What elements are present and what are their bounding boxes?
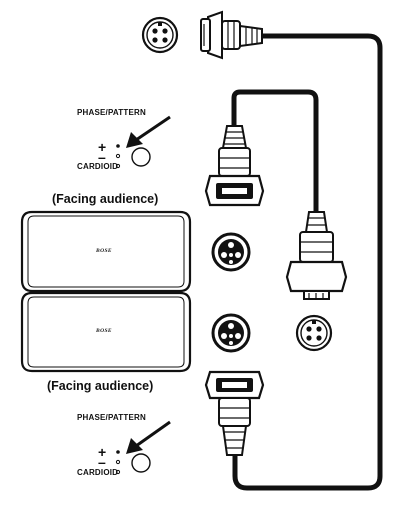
long-cable xyxy=(232,33,383,491)
facing-audience-label-top: (Facing audience) xyxy=(52,192,159,206)
speaker-logo-bottom: BOSE xyxy=(96,328,112,334)
cardioid-label-top: CARDIOID xyxy=(77,162,119,171)
phase-pattern-label-top: PHASE/PATTERN xyxy=(77,108,146,117)
top-speaker-input-socket xyxy=(211,232,251,272)
phase-switch-bottom xyxy=(115,420,171,475)
facing-audience-label-bottom: (Facing audience) xyxy=(47,379,154,393)
short-cable-top-connector xyxy=(204,125,265,207)
plus-sign-bottom: + xyxy=(98,444,107,460)
phase-switch-top xyxy=(115,115,171,169)
plus-sign-top: + xyxy=(98,139,107,155)
bottom-cable-connector xyxy=(204,370,265,456)
cardioid-label-bottom: CARDIOID xyxy=(77,468,119,477)
phase-pattern-label-bottom: PHASE/PATTERN xyxy=(77,413,146,422)
male-plug-end-face xyxy=(295,314,333,352)
bottom-speaker xyxy=(20,291,192,373)
minus-sign-top: – xyxy=(98,149,106,165)
top-cable-connector xyxy=(141,10,263,60)
minus-sign-bottom: – xyxy=(98,454,106,470)
bottom-speaker-input-socket xyxy=(211,313,251,353)
short-cable xyxy=(231,89,319,212)
short-cable-bottom-connector xyxy=(285,211,348,300)
speaker-logo-top: BOSE xyxy=(96,248,112,254)
top-speaker xyxy=(20,210,192,293)
